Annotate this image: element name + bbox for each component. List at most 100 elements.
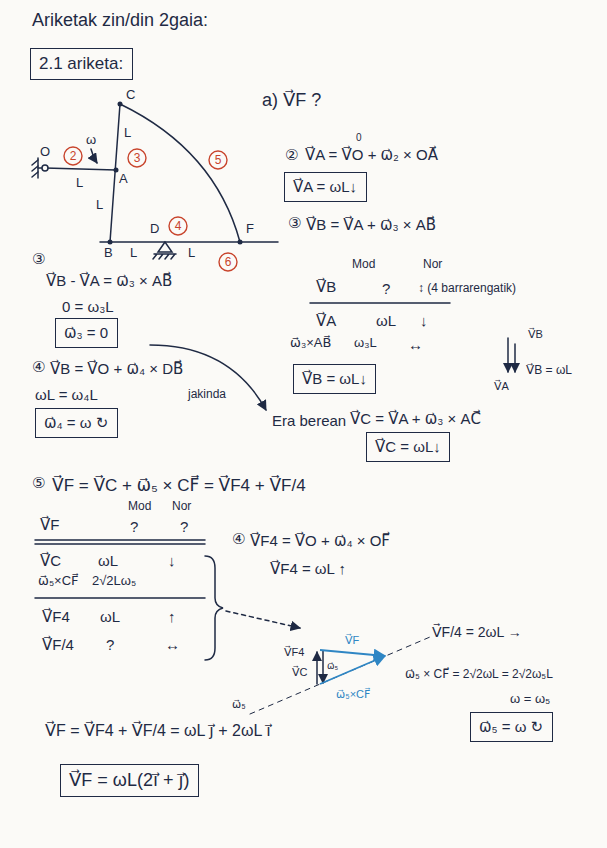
- note-text: V⃗F4 = V⃗O + ω⃗₄ × OF⃗: [250, 532, 390, 549]
- callout-circle: [169, 217, 187, 235]
- note-text: ωL: [376, 312, 396, 329]
- note-text: V⃗C: [292, 666, 307, 679]
- note-text: ↕ (4 barrarengatik): [418, 282, 516, 296]
- note-text: ↓: [168, 552, 176, 569]
- joint: [118, 102, 123, 107]
- result-box: ω⃗₃ = 0: [55, 318, 118, 348]
- note-text: Mod: [352, 258, 375, 272]
- vector-arrow: [316, 652, 318, 684]
- note-text: ③: [32, 250, 45, 267]
- note-text: Nor: [423, 258, 442, 272]
- callout-number: 3: [127, 148, 147, 168]
- result-box: ω⃗₄ = ω ↻: [35, 408, 118, 438]
- callout-number: 5: [208, 150, 228, 170]
- note-text: V⃗F: [40, 516, 59, 533]
- rotation-arrow: [91, 149, 97, 163]
- result-box: V⃗A = ωL↓: [284, 172, 367, 202]
- callout-number: 4: [168, 216, 188, 236]
- joint: [114, 168, 119, 173]
- note-text: Era berean: [272, 412, 346, 429]
- callout-circle: [128, 149, 146, 167]
- note-text: ↓: [420, 312, 428, 329]
- note-text: ?: [382, 280, 390, 297]
- note-text: V⃗F4: [284, 646, 304, 659]
- joint: [108, 240, 113, 245]
- result-box: V⃗F = ωL(2i⃗ + j⃗): [60, 764, 199, 797]
- note-text: ⑤: [32, 474, 45, 491]
- note-text: Nor: [172, 500, 191, 514]
- note-text: ↔: [408, 336, 423, 353]
- result-box: V⃗B = ωL↓: [293, 364, 376, 394]
- curved-arrow: [150, 345, 266, 410]
- callout-number: 2: [63, 146, 83, 166]
- result-text: ω⃗₅ = ω ↻: [479, 718, 543, 735]
- joint: [238, 240, 243, 245]
- note-text: L: [96, 198, 103, 213]
- dashed-arrow: [226, 611, 300, 628]
- note-text: C: [126, 88, 135, 103]
- note-text: ?: [130, 518, 138, 535]
- note-text: B: [104, 246, 113, 261]
- note-text: ↔: [165, 636, 180, 653]
- note-text: V⃗B = ωL: [526, 364, 572, 378]
- note-text: ω⃗₅×CF⃗: [38, 574, 79, 589]
- result-text: ω⃗₄ = ω ↻: [44, 414, 108, 431]
- note-text: ω: [86, 133, 96, 148]
- note-text: ωL: [100, 608, 120, 625]
- note-text: ?: [106, 636, 114, 653]
- callout-circle: [64, 147, 82, 165]
- callout-number: 6: [218, 252, 238, 272]
- note-text: V⃗A = V⃗O + ω⃗₂ × OA⃗: [305, 146, 438, 163]
- direction-line: [250, 637, 430, 714]
- note-text: V⃗F4 = ωL ↑: [270, 560, 346, 577]
- note-text: ②: [285, 146, 298, 163]
- note-text: 0 = ω₃L: [62, 298, 114, 315]
- note-text: D: [150, 222, 159, 237]
- note-text: F: [246, 222, 254, 237]
- callout-circle: [219, 253, 237, 271]
- note-text: ④: [32, 358, 45, 375]
- result-text: 2.1 ariketa:: [39, 54, 123, 74]
- vector-arrow: [514, 344, 516, 372]
- result-text: V⃗F = ωL(2i⃗ + j⃗): [69, 770, 189, 791]
- note-text: V⃗B - V⃗A = ω⃗₃ × AB⃗: [46, 272, 172, 289]
- note-text: ω⃗₅: [232, 698, 246, 711]
- note-text: 2√2Lω₅: [92, 574, 136, 589]
- result-box: V⃗C = ωL↓: [366, 432, 450, 462]
- bar-bf: [100, 241, 278, 243]
- bar-oa: [45, 168, 116, 170]
- note-text: V⃗C: [40, 552, 61, 569]
- callout-number: 6: [218, 252, 238, 272]
- vector-arrow: [507, 338, 509, 372]
- table-rule: [310, 302, 450, 304]
- pivot-symbol: [158, 242, 172, 252]
- note-text: ω⃗₃×AB⃗: [290, 336, 331, 351]
- note-text: V⃗F = V⃗F4 + V⃗F/4 = ωL j⃗ + 2ωL i⃗: [45, 722, 271, 740]
- ground-hatch: [153, 254, 176, 259]
- note-text: ωL = ω₄L: [35, 386, 98, 403]
- note-text: ω⃗₅: [327, 661, 338, 671]
- note-text: V⃗B = V⃗O + ω⃗₄ × DB⃗: [50, 360, 183, 377]
- note-text: Mod: [128, 500, 151, 514]
- callout-number: 5: [208, 150, 228, 170]
- result-text: V⃗A = ωL↓: [293, 178, 357, 195]
- note-text: V⃗F/4 = 2ωL →: [432, 624, 522, 640]
- note-text: O: [40, 145, 50, 160]
- page-title: Ariketak zin/din 2gaia:: [32, 10, 208, 31]
- note-text: V⃗F = V⃗C + ω⃗₅ × CF⃗ = V⃗F4 + V⃗F/4: [52, 476, 306, 496]
- note-text: V⃗C = V⃗A + ω⃗₃ × AC⃗: [350, 410, 481, 427]
- note-text: ?: [180, 518, 188, 535]
- note-text: a) V⃗F ?: [262, 90, 321, 111]
- note-text: ω⃗₅×CF⃗: [336, 688, 370, 701]
- note-text: L: [188, 246, 195, 261]
- vector-arrow: [322, 651, 324, 683]
- bar-cb: [110, 104, 120, 242]
- joint: [42, 165, 48, 171]
- vector-arrow: [320, 650, 385, 656]
- vector-arrow: [320, 656, 385, 684]
- result-box: ω⃗₅ = ω ↻: [470, 712, 553, 742]
- note-text: V⃗B: [316, 278, 336, 295]
- bar-cf: [120, 104, 240, 242]
- note-text: jakinda: [188, 388, 226, 402]
